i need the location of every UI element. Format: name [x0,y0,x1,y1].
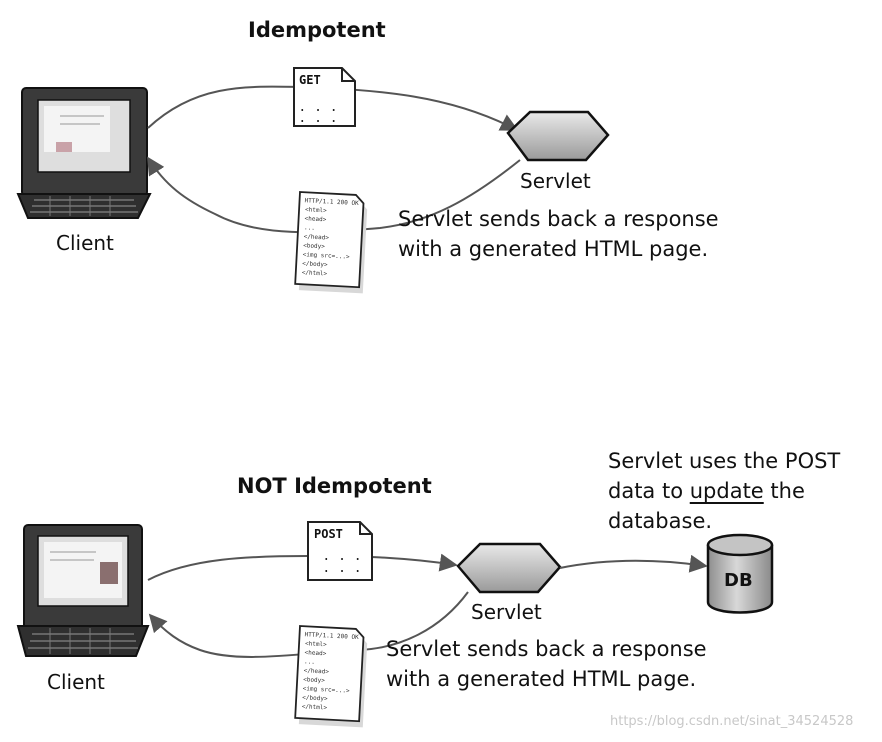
response-doc-line: ... [304,224,315,232]
response-doc-line: </html> [302,269,328,277]
db-note-line3: database. [608,509,713,533]
db-note-line2-after: the [763,479,805,503]
response-doc-line: <html> [305,206,327,214]
post-doc-label: POST [314,527,343,541]
svg-text:. . .: . . . [322,561,361,576]
client-computer-bottom [16,524,150,657]
get-doc-label: GET [299,73,321,87]
response-doc-line: <head> [304,649,326,657]
servlet-label-bottom: Servlet [471,600,542,624]
response-doc-line: </html> [302,703,328,711]
servlet-hexagon-bottom [456,542,562,594]
response-note-bottom-line1: Servlet sends back a response [386,637,707,661]
response-doc-line: <body> [303,242,325,250]
database-cylinder [706,533,774,614]
client-label-bottom: Client [47,670,105,694]
response-doc-line: HTTP/1.1 200 OK [304,631,359,641]
response-doc-line: </head> [303,233,329,241]
db-note: Servlet uses the POST data to update the… [608,446,840,536]
db-note-line2-before: data to [608,479,690,503]
response-doc-line: HTTP/1.1 200 OK [304,197,359,207]
response-doc-line: <head> [304,215,326,223]
response-doc-line: </body> [302,260,328,268]
response-doc-line: <html> [305,640,327,648]
response-doc-line: </body> [302,694,328,702]
db-note-line2: data to update the [608,476,840,506]
response-doc-line: <img src=...> [303,251,351,260]
response-note-top-line1: Servlet sends back a response [398,207,719,231]
post-request-document: . . . . . . [307,521,373,581]
servlet-label-top: Servlet [520,169,591,193]
client-computer-top [16,87,152,219]
db-note-update-word: update [689,479,764,503]
not-idempotent-title: NOT Idempotent [237,474,432,498]
get-request-document: . . . . . . [293,67,356,127]
svg-text:. . .: . . . [322,549,361,564]
response-doc-line: <img src=...> [303,685,351,694]
request-arrow-bottom [147,553,458,581]
response-doc-line: <body> [303,676,325,684]
response-note-top: Servlet sends back a response with a gen… [398,204,719,264]
db-note-line1: Servlet uses the POST [608,449,841,473]
response-doc-line: ... [304,658,315,666]
html-response-document-top: HTTP/1.1 200 OK<html><head>...</head><bo… [294,191,368,294]
html-response-document-bottom: HTTP/1.1 200 OK<html><head>...</head><bo… [294,625,368,728]
response-doc-line: </head> [303,667,329,675]
response-note-bottom-line2: with a generated HTML page. [386,667,697,691]
servlet-to-db-arrow [559,554,708,573]
svg-text:. . .: . . . [298,111,337,126]
client-label-top: Client [56,231,114,255]
response-note-bottom: Servlet sends back a response with a gen… [386,634,707,694]
servlet-hexagon-top [506,110,610,162]
idempotent-title: Idempotent [248,18,386,42]
db-label: DB [724,570,753,591]
svg-text:. . .: . . . [298,100,337,115]
watermark: https://blog.csdn.net/sinat_34524528 [610,714,854,729]
response-note-top-line2: with a generated HTML page. [398,237,709,261]
